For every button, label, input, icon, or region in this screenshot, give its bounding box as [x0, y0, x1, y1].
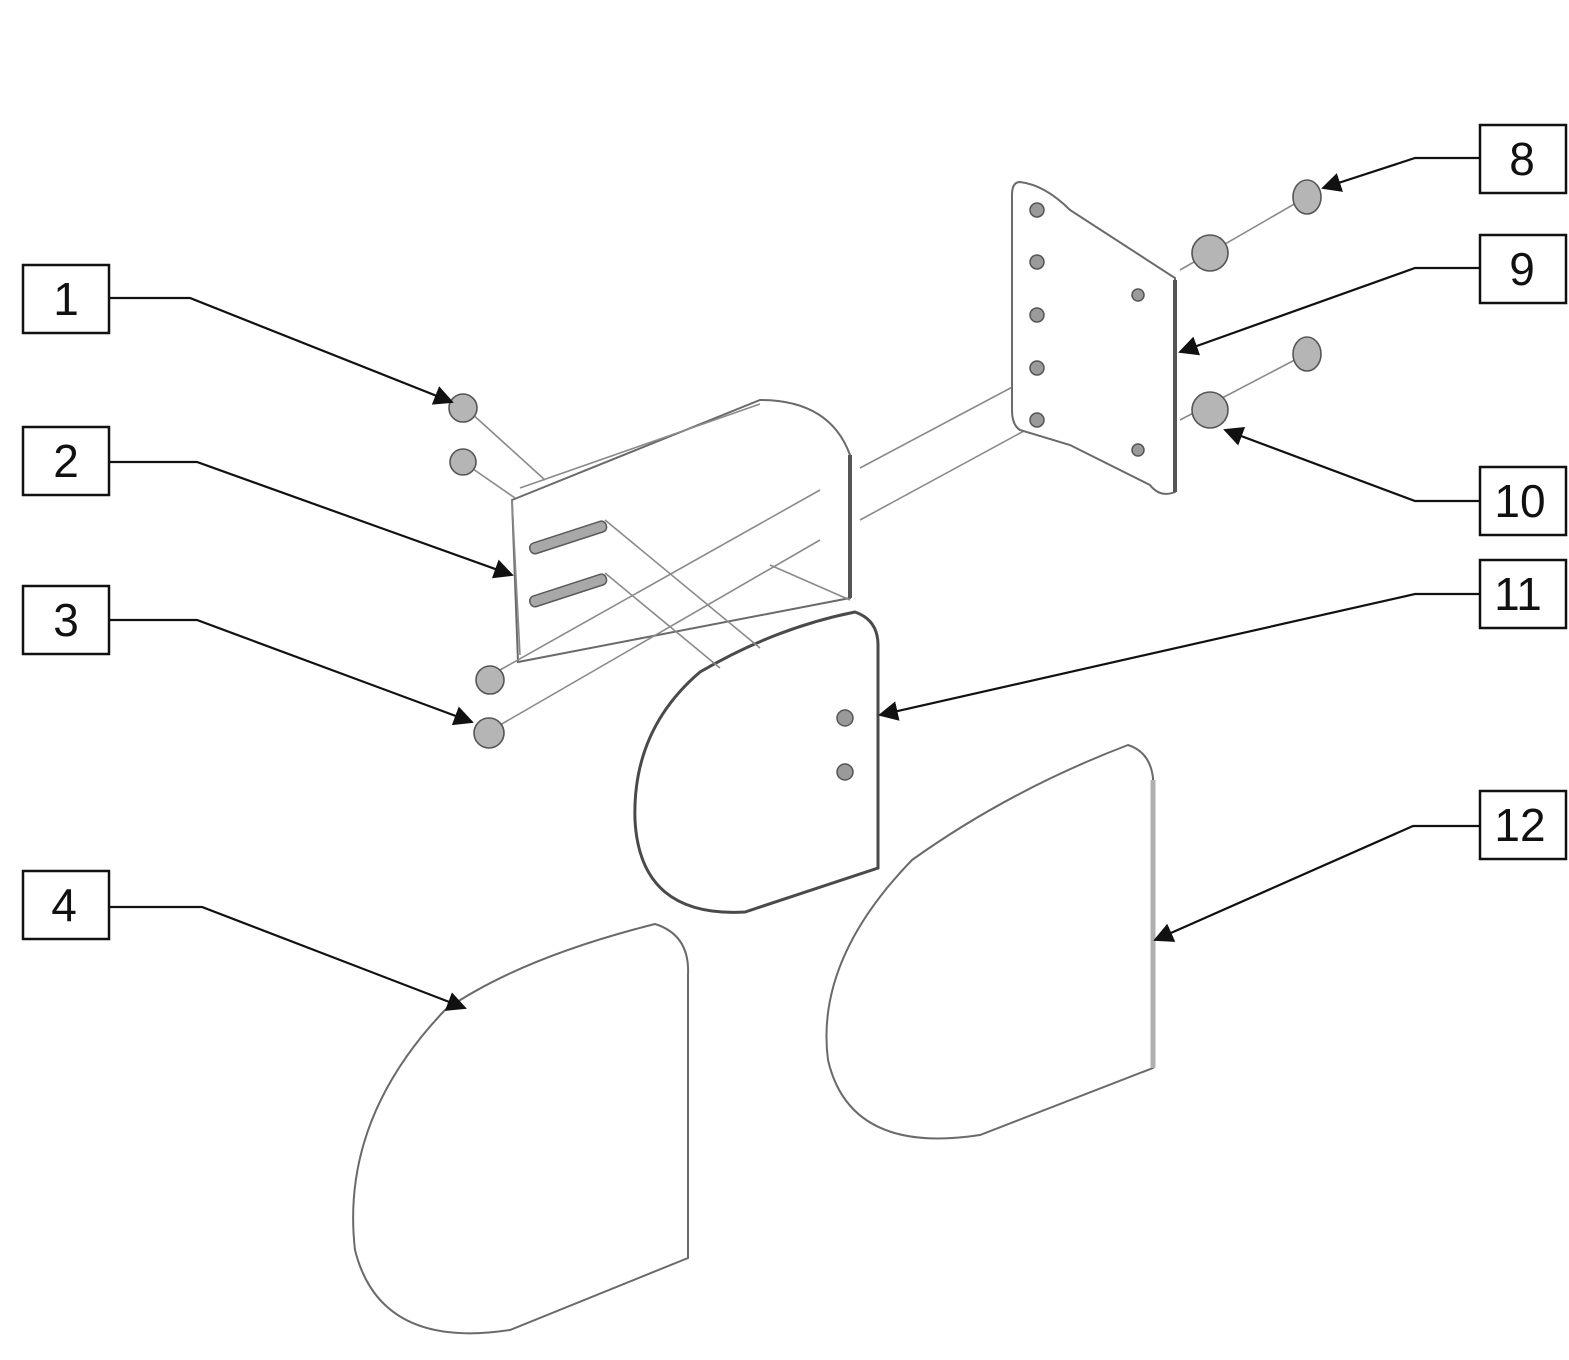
callout-12: 12 [1478, 789, 1568, 861]
part-11-hole-bottom [836, 763, 854, 781]
callout-10-label: 10 [1494, 475, 1545, 527]
part-8-screw-lower [1292, 336, 1322, 372]
part-10-nut-upper [1191, 234, 1229, 272]
callout-11: 11 [1478, 558, 1568, 630]
part-10-nut-lower [1191, 391, 1229, 429]
part-2-slot-upper [528, 520, 608, 555]
callout-2-label: 2 [53, 435, 79, 487]
callout-12-label: 12 [1494, 799, 1545, 851]
callout-11-label: 11 [1494, 568, 1542, 620]
callout-3-label: 3 [53, 594, 79, 646]
callout-1-label: 1 [53, 273, 79, 325]
part-1-screw-lower [449, 448, 477, 476]
leader-10 [1223, 426, 1480, 503]
callout-9-label: 9 [1509, 243, 1535, 295]
callout-2: 2 [21, 425, 111, 497]
part-11-hole-top [836, 709, 854, 727]
part-3-screw-upper [475, 665, 505, 695]
callout-9: 9 [1478, 233, 1568, 305]
callout-1: 1 [21, 263, 111, 335]
leader-2 [110, 460, 514, 579]
callout-3: 3 [21, 584, 111, 656]
leader-8 [1321, 156, 1480, 192]
part-4-pad [352, 922, 690, 1335]
part-2-bracket [510, 398, 851, 664]
callout-4-label: 4 [51, 879, 77, 931]
part-3-screw-lower [473, 717, 505, 749]
callout-10: 10 [1478, 465, 1568, 537]
part-11-pad [633, 610, 880, 914]
leader-9 [1178, 266, 1480, 356]
part-9-plate [1011, 180, 1176, 495]
callout-4: 4 [21, 869, 111, 941]
leader-12 [1153, 824, 1480, 942]
leader-11 [878, 592, 1480, 721]
part-2-slot-lower [528, 573, 608, 608]
callout-8-label: 8 [1509, 133, 1535, 185]
leader-1 [110, 296, 454, 405]
leader-3 [110, 618, 474, 726]
part-1-screw-upper [448, 393, 478, 423]
callout-8: 8 [1478, 123, 1568, 195]
leader-4 [110, 905, 467, 1011]
part-8-screw-upper [1292, 179, 1322, 215]
